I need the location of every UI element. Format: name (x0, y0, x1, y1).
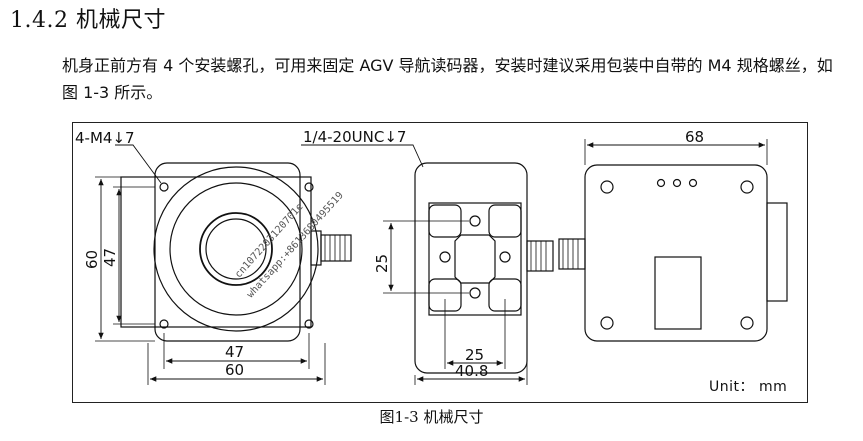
dim-60-vertical: 60 (83, 250, 101, 269)
indicator-led-1 (656, 178, 666, 188)
m4-hole-label: 4-M4↓7 (75, 129, 135, 147)
unc-hole-top (469, 215, 481, 227)
dim-60-horizontal: 60 (225, 361, 244, 379)
mechanical-dimension-figure: 4-M4↓7 1/4-20UNC↓7 60 47 47 60 25 25 40.… (72, 122, 808, 403)
m4-hole-bl (159, 319, 169, 329)
front-flange (154, 162, 301, 342)
back-connector (558, 238, 586, 270)
side-plate (428, 202, 522, 316)
dim-68: 68 (685, 128, 704, 146)
dim-25-horizontal: 25 (465, 346, 484, 364)
front-connector-base (310, 230, 322, 266)
figure-caption: 图1-3 机械尺寸 (379, 408, 484, 426)
m4-hole-br (304, 319, 314, 329)
unc-hole-label: 1/4-20UNC↓7 (303, 128, 406, 146)
unc-hole-left (439, 251, 451, 263)
side-connector (526, 240, 554, 272)
unit-label: Unit： mm (709, 379, 788, 395)
indicator-led-2 (672, 178, 682, 188)
front-connector (320, 234, 352, 262)
mount-center-octagon (454, 234, 496, 284)
back-hole-br (740, 316, 754, 330)
unc-hole-bottom (469, 287, 481, 299)
section-paragraph: 机身正前方有 4 个安装螺孔，可用来固定 AGV 导航读码器，安装时建议采用包装… (62, 56, 833, 102)
lens-core (205, 218, 267, 280)
unc-hole-right (499, 251, 511, 263)
back-hole-tl (600, 180, 614, 194)
back-body (584, 164, 768, 342)
back-label-area (654, 256, 702, 330)
dim-47-horizontal: 47 (225, 343, 244, 361)
dim-40-8: 40.8 (455, 362, 488, 380)
back-hole-tr (740, 180, 754, 194)
section-heading: 1.4.2 机械尺寸 (10, 8, 166, 33)
indicator-led-3 (688, 178, 698, 188)
lens-inner-ring (199, 212, 273, 286)
back-hole-bl (600, 316, 614, 330)
m4-hole-tr (304, 182, 314, 192)
side-body (414, 162, 528, 374)
lens-ring (169, 182, 303, 316)
back-side-fin (766, 202, 788, 302)
dimension-drawing: 4-M4↓7 1/4-20UNC↓7 60 47 47 60 25 25 40.… (75, 128, 788, 385)
m4-hole-tl (159, 182, 169, 192)
dim-47-vertical: 47 (101, 248, 119, 267)
dim-25-vertical: 25 (373, 254, 391, 273)
lens-outer-ring (153, 166, 319, 332)
mount-pad-tr (488, 204, 522, 238)
